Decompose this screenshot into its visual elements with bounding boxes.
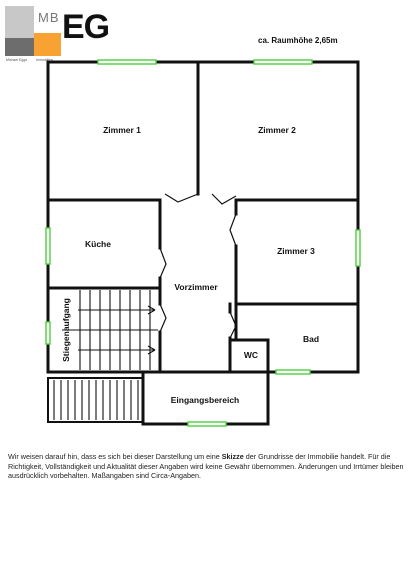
room-label-zimmer3: Zimmer 3 bbox=[277, 246, 315, 256]
window-stair bbox=[45, 321, 51, 345]
doors bbox=[159, 193, 237, 339]
disclaimer-bold: Skizze bbox=[221, 452, 244, 461]
room-label-stiegenaufgang: Stiegenaufgang bbox=[61, 298, 71, 362]
room-label-bad: Bad bbox=[303, 334, 319, 344]
door-zimmer3 bbox=[229, 213, 237, 247]
door-wc bbox=[229, 311, 237, 339]
exterior-stair-box bbox=[47, 377, 144, 423]
disclaimer-text: Wir weisen darauf hin, dass es sich bei … bbox=[8, 452, 404, 481]
window-zimmer1 bbox=[97, 59, 157, 65]
window-kitchen bbox=[45, 227, 51, 265]
logo-tagline-right: Immobilien bbox=[36, 58, 53, 62]
window-bath bbox=[275, 369, 311, 375]
logo-tagline-left: Michael Eggs bbox=[6, 58, 28, 62]
door-zimmer1 bbox=[164, 193, 199, 203]
company-logo: MB EG Michael Eggs Immobilien bbox=[5, 6, 125, 62]
logo-monogram-small: MB bbox=[38, 10, 60, 25]
window-zimmer2 bbox=[253, 59, 313, 65]
logo-dark-block bbox=[5, 38, 34, 56]
ceiling-height-label: ca. Raumhöhe 2,65m bbox=[258, 36, 338, 45]
room-label-eingangsbereich: Eingangsbereich bbox=[171, 395, 240, 405]
room-label-vorzimmer: Vorzimmer bbox=[174, 282, 218, 292]
window-zimmer3 bbox=[355, 229, 361, 267]
door-kitchen bbox=[159, 247, 167, 279]
stair-arrow-head bbox=[147, 345, 156, 351]
room-label-kueche: Küche bbox=[85, 239, 111, 249]
disclaimer-before: Wir weisen darauf hin, dass es sich bei … bbox=[8, 452, 222, 461]
stair-arrow-head bbox=[147, 305, 156, 311]
window-entrance bbox=[187, 421, 227, 427]
door-zimmer2 bbox=[211, 193, 237, 205]
stair-arrow-head bbox=[147, 349, 156, 355]
door-stair bbox=[159, 303, 167, 333]
windows bbox=[45, 59, 361, 427]
logo-monogram-large: EG bbox=[62, 8, 110, 46]
logo-orange-block bbox=[34, 33, 61, 56]
disclaimer-after: der Grundrisse der Immobilie handelt. Fü… bbox=[8, 452, 404, 481]
floor-plan: Zimmer 1 Zimmer 2 Küche Zimmer 3 Vorzimm… bbox=[45, 59, 361, 427]
stair-arrow-head bbox=[147, 309, 156, 315]
room-label-zimmer1: Zimmer 1 bbox=[103, 125, 141, 135]
stair-steps bbox=[47, 290, 158, 423]
room-label-wc: WC bbox=[244, 350, 258, 360]
room-label-zimmer2: Zimmer 2 bbox=[258, 125, 296, 135]
